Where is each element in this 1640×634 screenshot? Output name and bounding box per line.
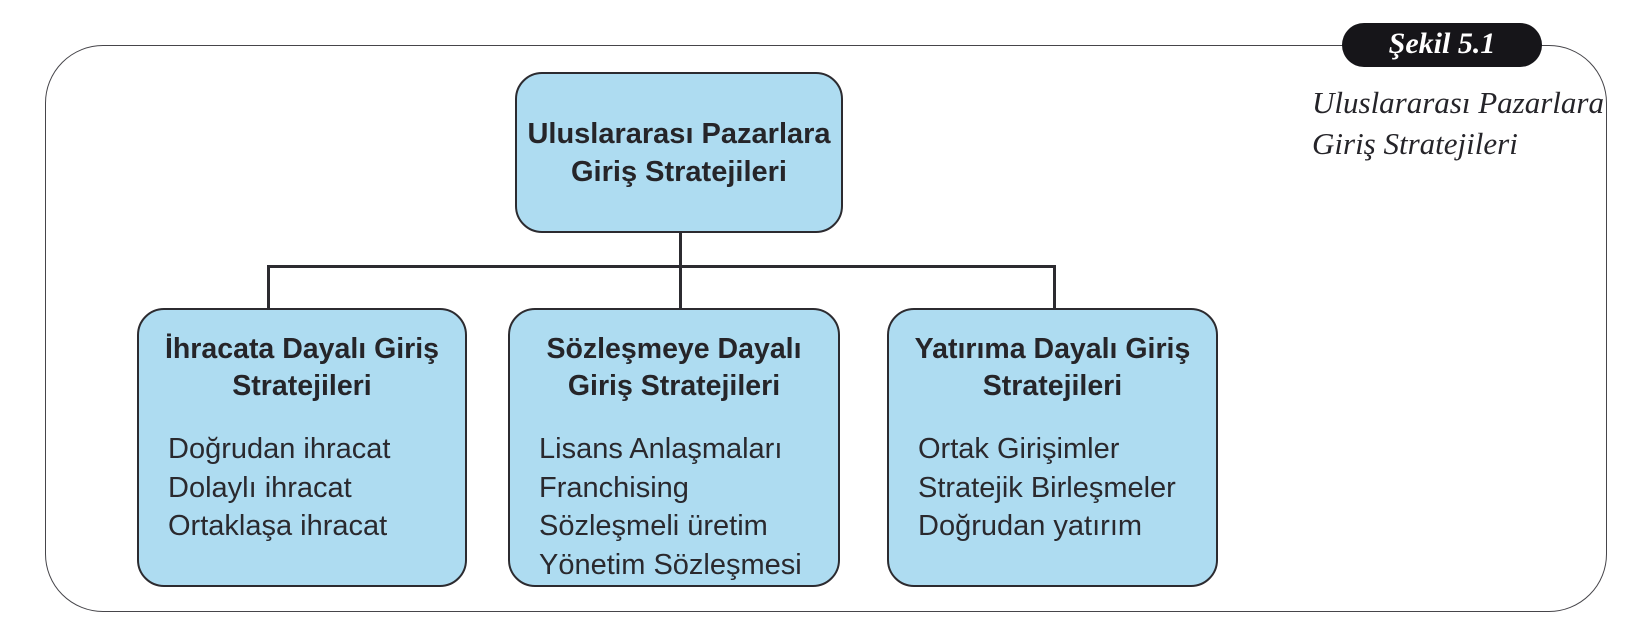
figure-caption: Uluslararası Pazarlara Giriş Stratejiler… [1312,82,1604,164]
list-item: Stratejik Birleşmeler [918,471,1176,504]
connector-right-drop [1053,265,1056,310]
connector-root-drop [679,231,682,309]
connector-rail [267,265,1056,268]
list-item: Doğrudan ihracat [168,433,391,465]
node-root: Uluslararası Pazarlara Giriş Stratejiler… [515,72,843,233]
list-item: Doğrudan yatırım [918,510,1143,542]
node-title: Sözleşmeye Dayalı Giriş Stratejileri [510,331,838,405]
figure-caption-line: Uluslararası Pazarlara [1312,85,1604,120]
node-title-line: Giriş Stratejileri [567,370,781,402]
list-item: Dolaylı ihracat [168,471,352,504]
figure-number-badge: Şekil 5.1 [1342,23,1542,67]
node-title-line: Yatırıma Dayalı Giriş [914,333,1191,365]
node-title: İhracata Dayalı Giriş Stratejileri [139,331,465,405]
node-item-list: Ortak Girişimler Stratejik Birleşmeler D… [889,430,1216,546]
list-item: Ortaklaşa ihracat [168,510,388,542]
node-investment-strategies: Yatırıma Dayalı Giriş Stratejileri Ortak… [887,308,1218,587]
node-root-title-line: Giriş Stratejileri [571,155,787,188]
node-title-line: İhracata Dayalı Giriş [164,333,440,365]
node-root-title-line: Uluslararası Pazarlara [527,117,831,150]
figure-frame [45,45,1607,612]
node-title-line: Stratejileri [232,370,372,402]
connector-left-drop [267,265,270,310]
node-title-line: Stratejileri [982,370,1123,402]
node-title-line: Sözleşmeye Dayalı [546,333,802,365]
node-contract-strategies: Sözleşmeye Dayalı Giriş Stratejileri Lis… [508,308,840,587]
node-export-strategies: İhracata Dayalı Giriş Stratejileri Doğru… [137,308,467,587]
list-item: Sözleşmeli üretim [539,510,768,542]
node-item-list: Doğrudan ihracat Dolaylı ihracat Ortakla… [139,430,465,546]
node-title: Yatırıma Dayalı Giriş Stratejileri [889,331,1216,405]
list-item: Yönetim Sözleşmesi [539,548,802,581]
node-item-list: Lisans Anlaşmaları Franchising Sözleşmel… [510,430,838,584]
figure-caption-line: Giriş Stratejileri [1312,126,1518,161]
figure-number-label: Şekil 5.1 [1388,27,1496,60]
list-item: Lisans Anlaşmaları [539,433,783,465]
list-item: Ortak Girişimler [918,433,1120,465]
list-item: Franchising [539,471,689,504]
